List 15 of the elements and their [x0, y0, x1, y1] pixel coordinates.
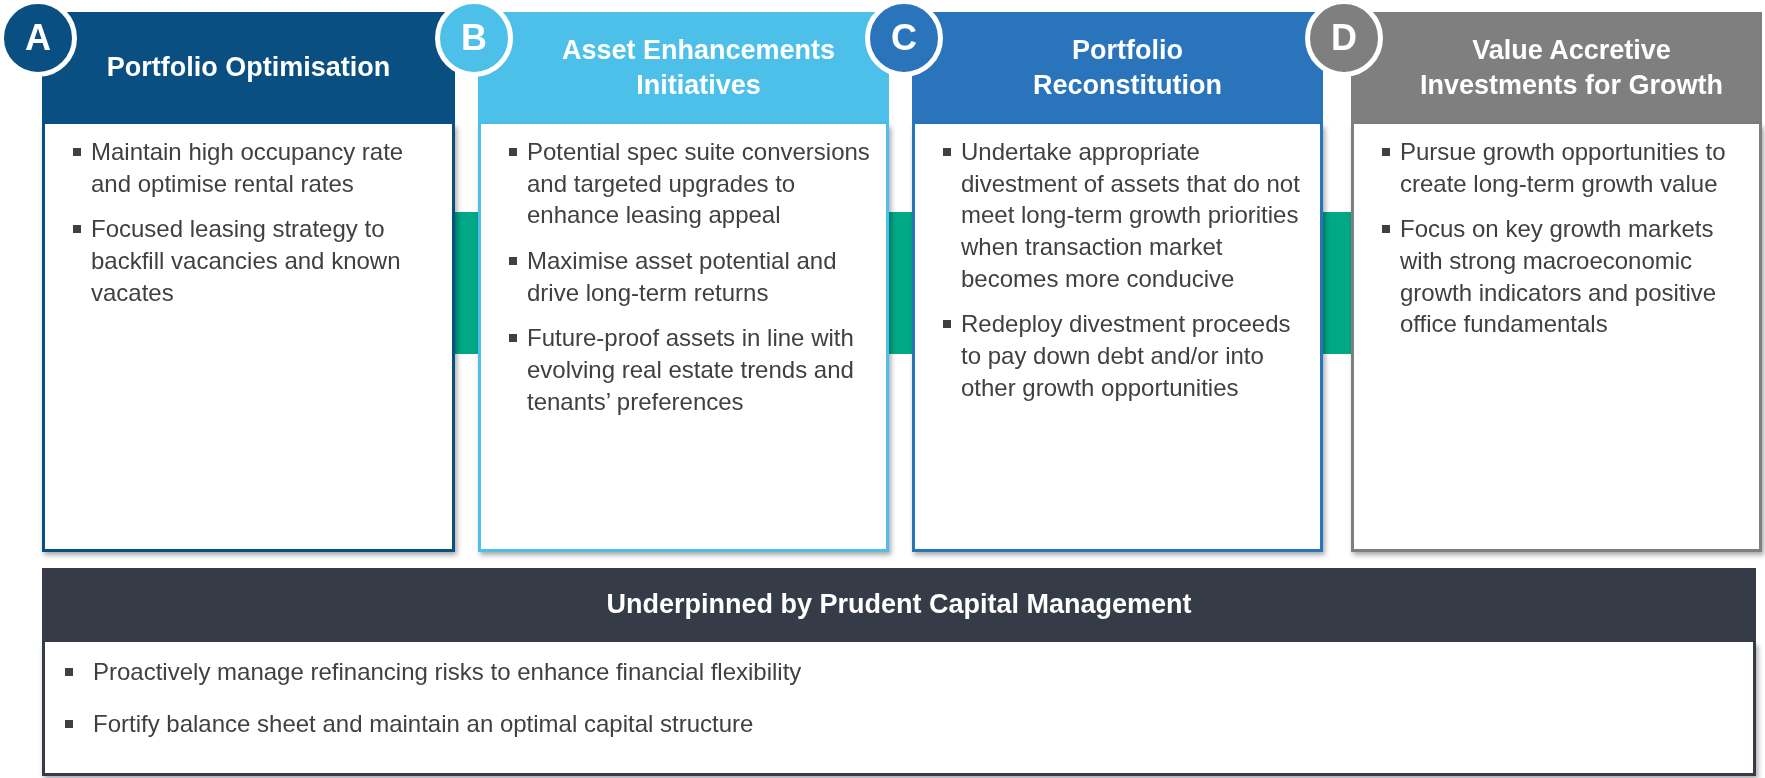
- bullet-text: Focused leasing strategy to backfill vacancies and known vacates: [91, 214, 402, 308]
- bullet-text: Maintain high occupancy rate and optimise rental rates: [91, 137, 405, 199]
- bullet-text: Maximise asset potential and drive long-term returns: [527, 246, 838, 308]
- bullet-text: Undertake appropriate divestment of assets that do not meet long-term growth priorities when transaction market becomes more conducive: [961, 137, 1301, 294]
- bullet-text: Potential spec suite conversions and targeted upgrades to enhance leasing appeal: [527, 137, 870, 231]
- connector-band: [889, 212, 912, 354]
- bullet-text: Redeploy divestment proceeds to pay down debt and/or into other growth opportunities: [961, 309, 1292, 403]
- column-heading: Underpinned by Prudent Capital Management: [42, 568, 1756, 642]
- bullet-text: Proactively manage refinancing risks to enhance financial flexibility: [93, 657, 803, 687]
- connector-band: [1323, 212, 1351, 354]
- bullet-text: Future-proof assets in line with evolving real estate trends and tenants’ preferences: [527, 323, 855, 417]
- bullet-text: Focus on key growth markets with strong macroeconomic growth indicators and positive office fundamentals: [1400, 214, 1718, 340]
- bullet-text: Fortify balance sheet and maintain an optimal capital structure: [93, 708, 755, 739]
- connector-band: [455, 212, 478, 354]
- bullet-text: Pursue growth opportunities to create long-term growth value: [1400, 137, 1727, 199]
